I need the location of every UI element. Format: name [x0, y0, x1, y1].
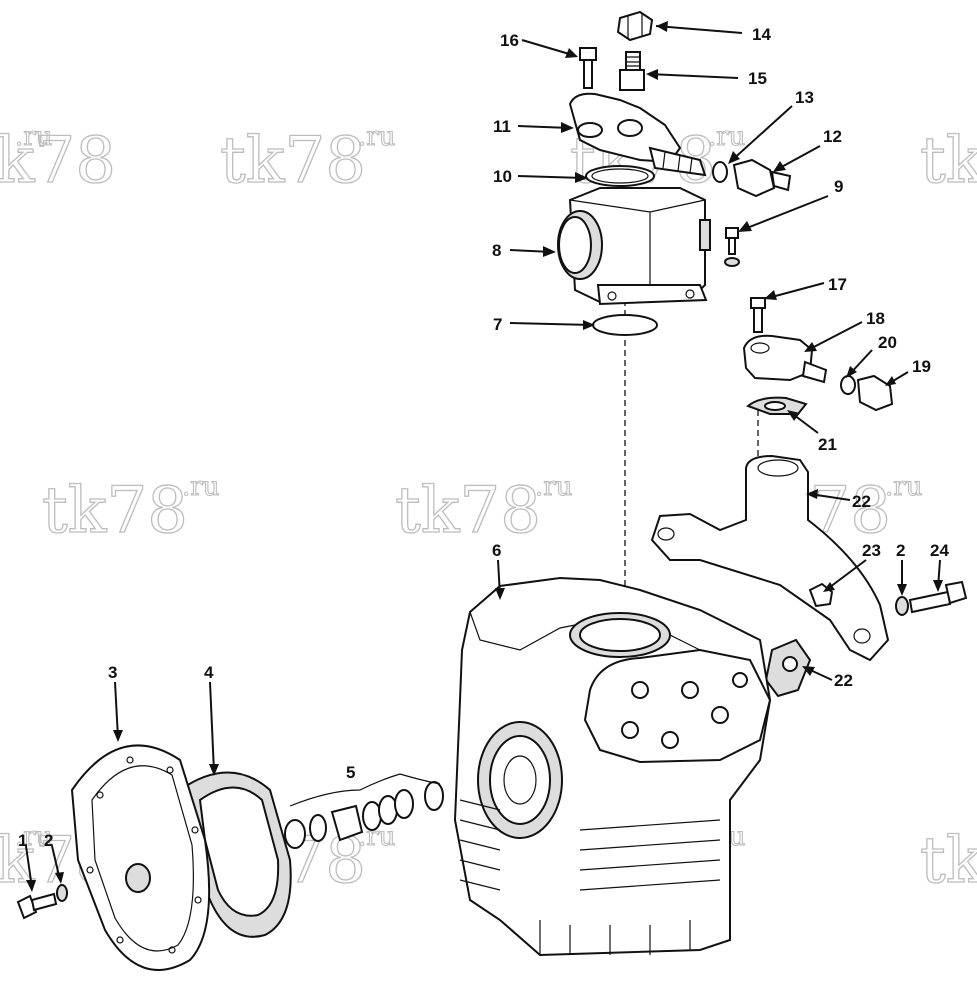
part-19-plug [856, 374, 894, 412]
part-15-fitting [619, 51, 645, 91]
part-24-bolt [908, 580, 968, 614]
callout-15: 15 [748, 69, 767, 88]
svg-text:.ru: .ru [885, 472, 922, 502]
watermark: tk78.ru [394, 471, 573, 548]
part-14-cap [616, 10, 654, 42]
callout-1: 1 [18, 831, 27, 850]
callout-17: 17 [828, 275, 847, 294]
part-2-washer-left [56, 884, 68, 902]
callout-2-left: 2 [44, 831, 53, 850]
svg-text:tk78: tk78 [920, 124, 977, 198]
svg-text:tk78: tk78 [0, 124, 116, 198]
part-10-oring-inner [591, 168, 649, 184]
part-4-gasket [178, 771, 292, 938]
part-21-gasket [746, 396, 808, 415]
callout-11: 11 [493, 117, 511, 136]
callout-labels: 14 16 15 13 11 12 10 9 8 17 18 7 20 19 2… [18, 25, 949, 850]
part-12-plug [732, 158, 792, 198]
part-1-bolt [16, 892, 58, 920]
svg-text:tk78: tk78 [220, 124, 366, 198]
callout-9: 9 [834, 177, 843, 196]
callout-21: 21 [818, 435, 837, 454]
watermark: tk78 [919, 823, 977, 898]
callout-12: 12 [823, 127, 842, 146]
svg-text:.ru: .ru [535, 472, 572, 502]
callout-6: 6 [492, 541, 501, 560]
part-6-compressor-body [453, 576, 772, 957]
svg-text:.ru: .ru [708, 122, 745, 152]
part-7-oring [592, 314, 658, 336]
callout-2-right: 2 [896, 541, 905, 560]
part-2-washer-right [895, 596, 909, 616]
svg-text:.ru: .ru [182, 472, 219, 502]
svg-text:tk78: tk78 [920, 824, 977, 898]
callout-22-manifold: 22 [852, 492, 871, 511]
callout-3: 3 [108, 663, 117, 682]
part-5-seal-assembly [284, 773, 444, 849]
part-13-oring [712, 161, 728, 183]
part-3-cover-plate [70, 744, 211, 971]
watermark: tk78.ru [219, 121, 396, 198]
part-18-adapter [742, 334, 828, 384]
svg-text:tk78: tk78 [42, 474, 188, 548]
callout-10: 10 [493, 167, 512, 186]
callout-20: 20 [878, 333, 897, 352]
part-16-bolt [579, 47, 597, 89]
part-11-spacer [568, 92, 682, 164]
callout-13: 13 [795, 88, 814, 107]
callout-24: 24 [930, 541, 949, 560]
callout-19: 19 [912, 357, 931, 376]
watermark: tk78.ru [0, 121, 117, 198]
svg-text:.ru: .ru [15, 122, 52, 152]
watermark: tk78.ru [41, 471, 220, 548]
callout-22-gasket: 22 [834, 671, 853, 690]
part-17-bolt [750, 297, 766, 333]
part-22-manifold [650, 454, 890, 662]
callout-4: 4 [204, 663, 214, 682]
part-20-oring [840, 375, 856, 395]
watermark: tk78 [919, 123, 977, 198]
leader-lines [25, 21, 943, 892]
svg-text:.ru: .ru [358, 122, 395, 152]
part-22-gasket [764, 638, 812, 698]
svg-text:tk78: tk78 [395, 474, 541, 548]
callout-23: 23 [862, 541, 881, 560]
callout-16: 16 [500, 31, 519, 50]
part-15-stem [648, 146, 707, 177]
callout-5: 5 [346, 763, 355, 782]
callout-14: 14 [752, 25, 771, 44]
callout-18: 18 [866, 309, 885, 328]
part-9-bolt [724, 227, 740, 267]
part-8-cylinder-head [557, 187, 711, 306]
svg-text:.ru: .ru [15, 822, 52, 852]
callout-8: 8 [492, 241, 501, 260]
callout-7: 7 [493, 315, 502, 334]
